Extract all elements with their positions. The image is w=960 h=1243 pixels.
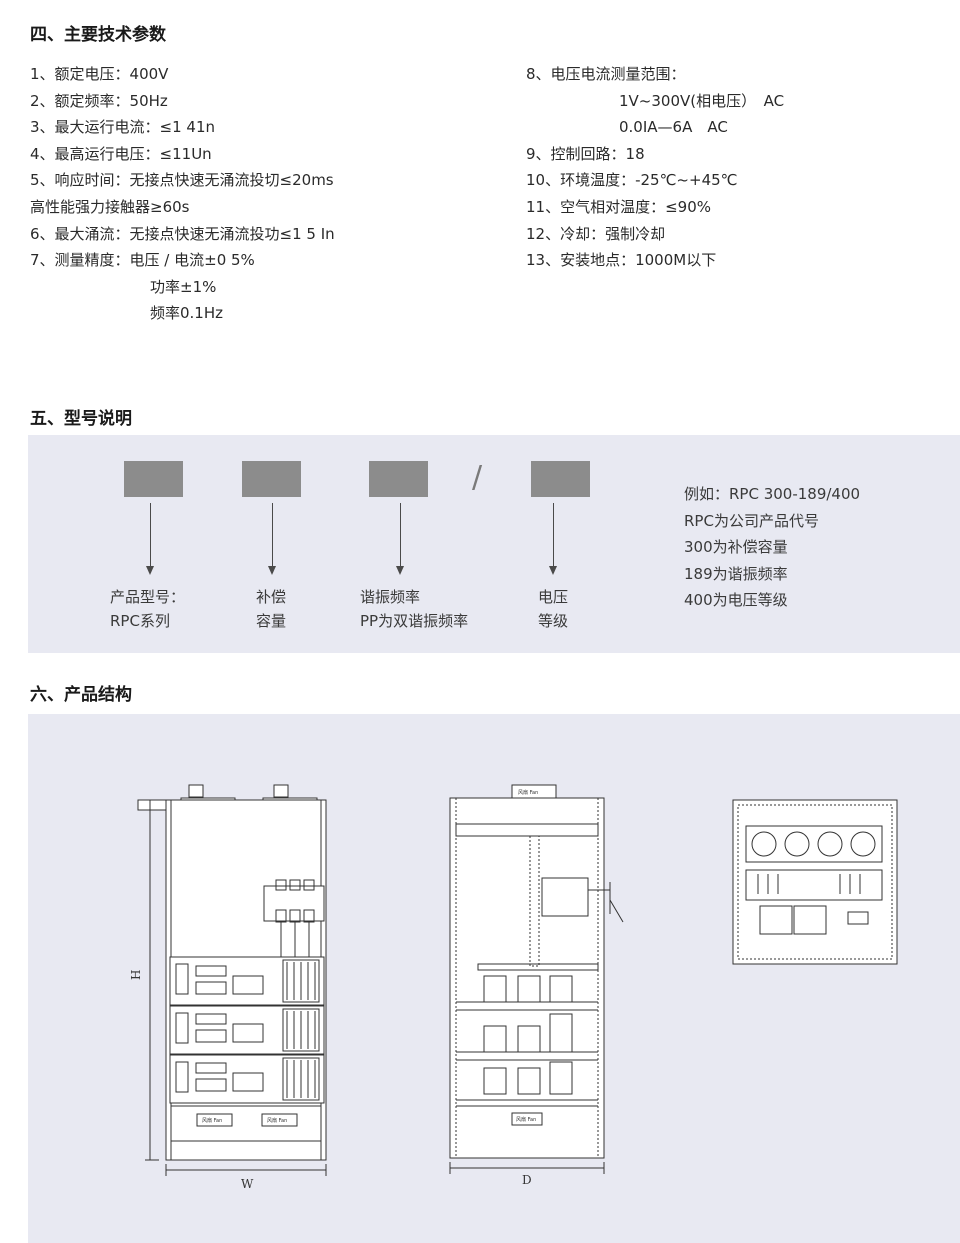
svg-text:D: D (522, 1173, 532, 1187)
param-item: 1、额定电压：400V (30, 65, 169, 83)
param-item: 11、空气相对温度：≤90% (526, 197, 711, 216)
section-6-title: 六、产品结构 (30, 685, 132, 705)
arrow-down-icon (268, 503, 276, 575)
param-item: 高性能强力接触器≥60s (30, 197, 190, 216)
product-structure-panel: 风扇 Fan 风扇 Fan (28, 714, 960, 1243)
param-item: 6、最大涌流：无接点快速无涌流投功≤1 5 In (30, 224, 335, 243)
capacitor-module (169, 1005, 325, 1055)
capacitor-module (169, 956, 325, 1006)
param-item: 0.0IA—6A AC (619, 118, 728, 137)
arrow-down-icon (146, 503, 154, 575)
code-box-frequency (369, 461, 428, 497)
label-voltage: 电压 等级 (538, 588, 569, 630)
param-item: 7、测量精度：电压 / 电流±0 5% (30, 251, 255, 270)
label-product-model: 产品型号： RPC系列 (110, 588, 186, 630)
section-4-title: 四、主要技术参数 (30, 25, 166, 45)
top-view-drawing (732, 799, 898, 965)
svg-text:H: H (129, 970, 143, 980)
param-item: 12、冷却：强制冷却 (526, 224, 666, 243)
separator-slash: / (472, 460, 483, 495)
param-item: 5、响应时间：无接点快速无涌流投切≤20ms (30, 171, 334, 190)
model-example: 例如：RPC 300-189/400 RPC为公司产品代号 300为补偿容量 1… (684, 485, 861, 609)
param-item: 3、最大运行电流：≤1 41n (30, 118, 216, 137)
svg-text:风扇 Fan: 风扇 Fan (202, 1117, 222, 1124)
code-box-series (124, 461, 183, 497)
param-item: 2、额定频率：50Hz (30, 91, 168, 110)
svg-text:风扇 Fan: 风扇 Fan (267, 1117, 287, 1124)
param-item: 13、安装地点：1000M以下 (526, 251, 717, 270)
arrow-down-icon (396, 503, 404, 575)
side-view-drawing: 风扇 Fan 风扇 Fan D (449, 784, 624, 1187)
code-box-capacity (242, 461, 301, 497)
svg-text:W: W (241, 1177, 254, 1191)
param-item: 功率±1% (150, 277, 217, 296)
capacitor-module (169, 1054, 325, 1104)
code-box-voltage (531, 461, 590, 497)
section-5-title: 五、型号说明 (30, 409, 132, 429)
svg-text:风扇 Fan: 风扇 Fan (516, 1116, 536, 1123)
model-explanation-panel: / 产品型号： RPC系列 补偿 容量 谐振频率 PP为双谐振频率 电压 等级 … (28, 435, 960, 653)
params-right-list: 8、电压电流测量范围： 1V~300V(相电压） AC 0.0IA—6A AC … (526, 61, 784, 274)
param-item: 8、电压电流测量范围： (526, 65, 686, 83)
param-item: 频率0.1Hz (150, 304, 224, 323)
svg-text:风扇 Fan: 风扇 Fan (518, 789, 538, 796)
param-item: 4、最高运行电压：≤11Un (30, 144, 212, 163)
front-view-drawing: 风扇 Fan 风扇 Fan (129, 784, 327, 1191)
params-left-list: 1、额定电压：400V 2、额定频率：50Hz 3、最大运行电流：≤1 41n … (30, 61, 335, 327)
label-capacity: 补偿 容量 (256, 588, 287, 630)
arrow-down-icon (549, 503, 557, 575)
param-item: 1V~300V(相电压） AC (619, 91, 785, 110)
param-item: 9、控制回路：18 (526, 144, 645, 163)
label-frequency: 谐振频率 PP为双谐振频率 (360, 588, 469, 630)
param-item: 10、环境温度：-25℃~+45℃ (526, 171, 738, 190)
